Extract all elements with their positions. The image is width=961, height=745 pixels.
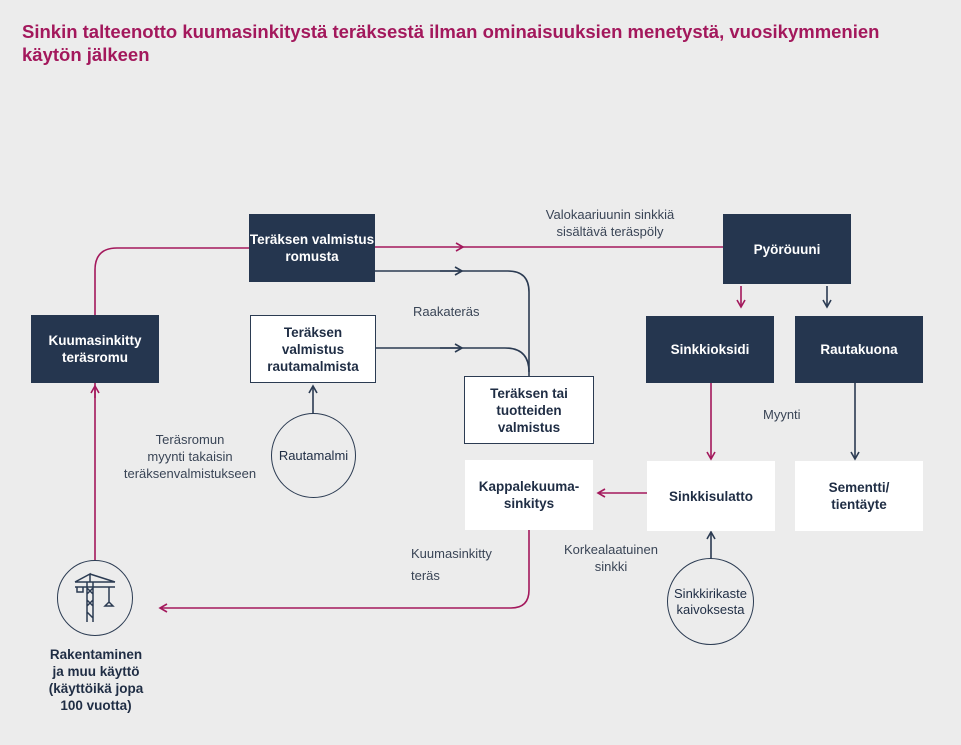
link-galvanizing-to-construction [158,530,530,613]
page-title: Sinkin talteenotto kuumasinkitystä teräk… [22,21,880,65]
label-galvanized-steel: Kuumasinkitty teräs [411,546,492,583]
label-scrap-resale: Teräsromun myynti takaisin teräksenvalmi… [123,432,257,481]
label-construction: Rakentaminen ja muu käyttö (käyttöikä jo… [48,647,144,713]
link-ore-steel-to-products [376,347,530,373]
node-steel-from-scrap: Teräksen valmistus romusta [249,214,375,282]
node-iron-slag: Rautakuona [795,316,923,383]
label-crude-steel: Raakateräs [413,304,480,319]
node-steel-products: Teräksen tai tuotteiden valmistus [464,376,594,444]
node-batch-galvanizing: Kappalekuuma- sinkitys [465,460,593,530]
label-sales: Myynti [763,407,801,422]
node-zinc-ore: Sinkkirikaste kaivoksesta [667,558,754,645]
label-eaf-dust: Valokaariuunin sinkkiä sisältävä teräspö… [545,207,675,239]
link-steelmaking-to-products [374,270,530,376]
label-high-quality-zinc: Korkealaatuinen sinkki [564,542,658,574]
node-galvanized-scrap: Kuumasinkitty teräsromu [31,315,159,383]
node-steel-from-ore: Teräksen valmistus rautamalmista [250,315,376,383]
crane-icon [74,572,116,622]
link-scrap-to-steelmaking [94,247,250,398]
node-rotary-kiln: Pyöröuuni [723,214,851,284]
construction-node [57,560,133,636]
node-zinc-smelter: Sinkkisulatto [647,461,775,531]
node-cement: Sementti/ tientäyte [795,461,923,531]
node-iron-ore: Rautamalmi [271,413,356,498]
node-zinc-oxide: Sinkkioksidi [646,316,774,383]
